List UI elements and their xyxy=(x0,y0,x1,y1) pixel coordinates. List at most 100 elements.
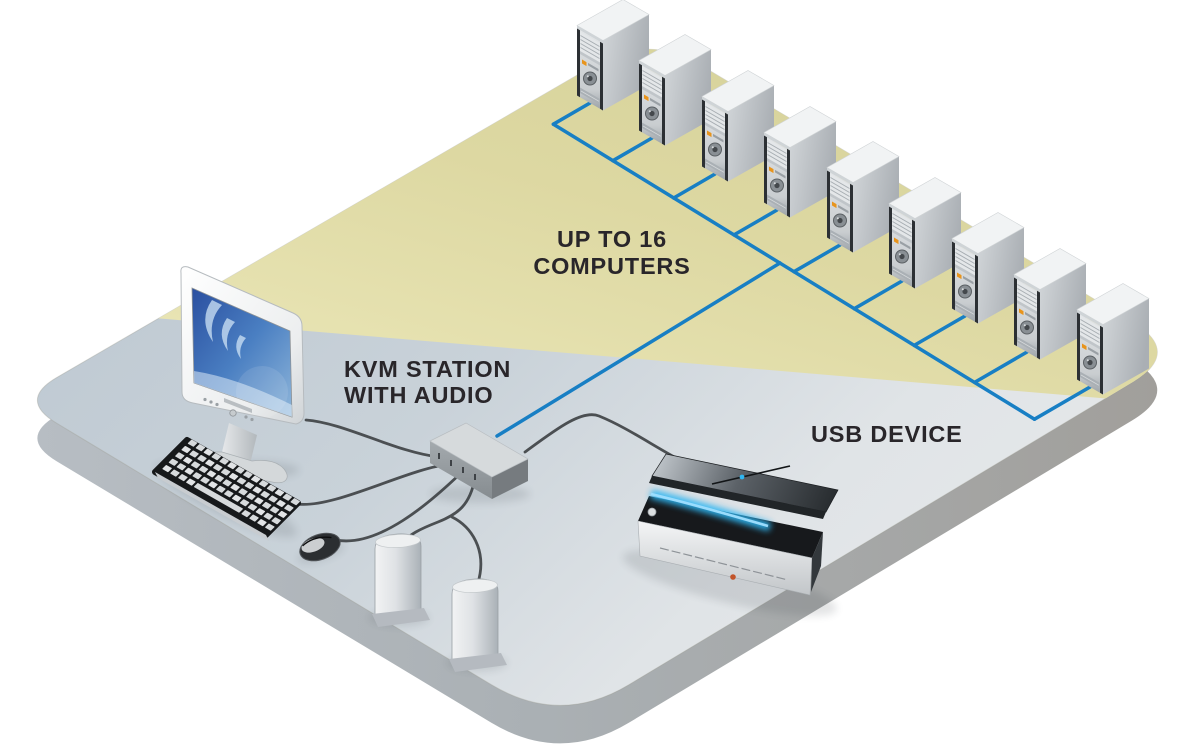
monitor xyxy=(180,266,305,484)
keyboard xyxy=(152,437,301,541)
screen-light-sweep xyxy=(194,371,292,417)
usb-scanner xyxy=(637,453,839,596)
keyboard-key xyxy=(178,474,188,482)
keyboard-key xyxy=(205,459,215,467)
keyboard-spacebar xyxy=(194,483,243,513)
keyboard-key xyxy=(290,498,300,506)
scanner-power-button xyxy=(647,507,657,517)
keyboard-key xyxy=(181,446,191,454)
usb-cable xyxy=(523,413,680,461)
speaker-left xyxy=(372,533,430,627)
keyboard-key xyxy=(203,448,214,456)
keyboard-key xyxy=(252,486,262,494)
keyboard-key xyxy=(241,510,251,518)
trunk-line xyxy=(495,261,782,438)
keyboard-key xyxy=(227,462,237,470)
keyboard-key xyxy=(187,439,198,447)
keyboard-key xyxy=(208,481,218,489)
monitor-stand-neck xyxy=(222,423,257,464)
labels: UP TO 16 COMPUTERS KVM STATION WITH AUDI… xyxy=(344,226,963,447)
speaker-base xyxy=(372,608,430,627)
keyboard-key xyxy=(247,503,258,511)
keyboard-key xyxy=(271,517,281,525)
label-usb-device: USB DEVICE xyxy=(811,421,963,447)
keyboard-key xyxy=(243,471,253,479)
monitor-cable xyxy=(304,418,441,459)
keyboard-key xyxy=(269,506,280,514)
keyboard-key xyxy=(184,467,194,475)
monitor-controls xyxy=(203,397,254,422)
keyboard-key xyxy=(190,461,201,469)
keyboard-key xyxy=(198,465,209,473)
keyboard-key xyxy=(189,450,199,458)
keyboard-key xyxy=(183,456,193,464)
keyboard-key xyxy=(255,508,266,516)
screen-glare xyxy=(236,366,288,418)
label-kvm-station-line2: WITH AUDIO xyxy=(344,382,493,408)
computer-network xyxy=(495,101,1092,438)
bus-taps xyxy=(551,101,1092,421)
keyboard-key xyxy=(257,519,267,527)
keyboard-key xyxy=(268,495,278,503)
keyboard-key xyxy=(265,523,275,531)
kvm-switch xyxy=(429,422,529,499)
yellow-zone xyxy=(142,49,1158,399)
keyboard-keys xyxy=(162,439,300,531)
keyboard-key xyxy=(186,478,196,486)
keyboard-key xyxy=(216,485,226,493)
keyboard-key xyxy=(168,458,179,466)
mouse-cable xyxy=(334,469,465,543)
keyboard-key xyxy=(192,472,202,480)
keyboard-key xyxy=(274,489,285,497)
scanner-led xyxy=(739,474,745,480)
keyboard-key xyxy=(224,490,234,498)
keyboard-key xyxy=(251,475,261,483)
keyboard-key xyxy=(222,479,232,487)
keyboard-key xyxy=(262,501,272,509)
keyboard-key xyxy=(220,468,231,476)
speaker-base xyxy=(449,653,507,672)
keyboard-key xyxy=(175,452,185,460)
screen-wallpaper-swirl xyxy=(205,300,246,359)
keyboard-key xyxy=(266,484,277,492)
keyboard-key xyxy=(249,514,259,522)
keyboard-key xyxy=(239,499,250,507)
keyboard-key xyxy=(214,474,225,482)
scanner-base-side xyxy=(811,532,823,592)
keyboard-key xyxy=(236,477,247,485)
keyboard-key xyxy=(213,464,223,472)
keyboard-key xyxy=(238,488,248,496)
power-button xyxy=(229,409,237,417)
keyboard-key xyxy=(230,483,240,491)
scanner-lid-edge xyxy=(649,476,826,519)
scanner-base-top xyxy=(638,496,823,558)
keyboard-key xyxy=(200,476,210,484)
label-kvm-station-line1: KVM STATION xyxy=(344,356,511,382)
keyboard-key xyxy=(260,491,270,499)
label-computers-line1: UP TO 16 xyxy=(557,226,667,252)
keyboard-key xyxy=(277,510,288,518)
speaker-cable-right xyxy=(450,515,483,581)
keyboard-key xyxy=(162,465,172,473)
keyboard-key xyxy=(246,492,256,500)
keyboard-key xyxy=(219,457,229,465)
keyboard-key xyxy=(258,480,269,488)
keyboard-key xyxy=(235,466,245,474)
keyboard-key xyxy=(176,463,187,471)
keyboard-front-edge xyxy=(155,472,269,541)
keyboard-key xyxy=(254,497,264,505)
keyboard-key xyxy=(170,469,180,477)
keyboard-key xyxy=(231,494,242,502)
scanner-logo xyxy=(730,574,736,580)
keyboard-key xyxy=(206,470,217,478)
keyboard-cable xyxy=(295,462,453,506)
keyboard-key xyxy=(263,512,273,520)
switch-ports xyxy=(438,453,476,480)
keyboard-key xyxy=(211,453,221,461)
keyboard-key xyxy=(284,504,294,512)
keyboard-key xyxy=(228,473,239,481)
speaker-right xyxy=(449,578,507,672)
mouse xyxy=(299,532,341,562)
